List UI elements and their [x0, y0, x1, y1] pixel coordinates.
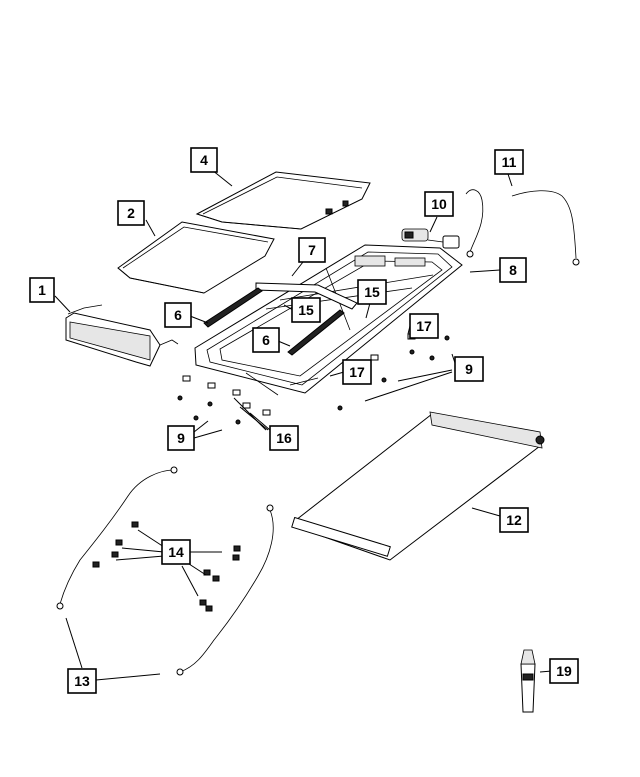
fasteners [177, 333, 450, 425]
callout-17-center: 17 [342, 359, 372, 385]
leader-lines [54, 169, 553, 681]
callout-9-right-label: 9 [465, 361, 473, 377]
callout-15-left: 15 [291, 297, 321, 323]
callout-15-right-label: 15 [364, 284, 380, 300]
callout-9-left-label: 9 [177, 430, 185, 446]
sealant-tube [520, 649, 536, 713]
callout-19-label: 19 [556, 663, 572, 679]
callout-9-right: 9 [454, 356, 484, 382]
callout-9-left: 9 [167, 425, 195, 451]
callout-6-right-label: 6 [262, 332, 270, 348]
callout-6-left-label: 6 [174, 307, 182, 323]
callout-14: 14 [161, 539, 191, 565]
glass-panel-outer [195, 171, 371, 230]
callout-8-label: 8 [509, 262, 517, 278]
hose-clips [92, 521, 241, 612]
callout-1: 1 [29, 277, 55, 303]
callout-8: 8 [499, 257, 527, 283]
callout-12: 12 [499, 507, 529, 533]
callout-10-label: 10 [431, 196, 447, 212]
callout-12-label: 12 [506, 512, 522, 528]
callout-11: 11 [494, 149, 524, 175]
drain-hose-rear [56, 466, 274, 676]
callout-6-left: 6 [164, 302, 192, 328]
callout-7-label: 7 [308, 242, 316, 258]
callout-2-label: 2 [127, 205, 135, 221]
callout-13: 13 [67, 668, 97, 694]
seal-strip-right [287, 309, 345, 356]
callout-19: 19 [549, 658, 579, 684]
callout-17-right: 17 [409, 313, 439, 339]
sunshade-roller [291, 411, 545, 561]
callout-2: 2 [117, 200, 145, 226]
callout-4: 4 [190, 147, 218, 173]
drive-motor [401, 228, 460, 249]
callout-10: 10 [424, 191, 454, 217]
callout-7: 7 [298, 237, 326, 263]
callout-16-label: 16 [276, 430, 292, 446]
callout-16: 16 [269, 425, 299, 451]
callout-4-label: 4 [200, 152, 208, 168]
callout-11-label: 11 [502, 154, 517, 170]
wind-deflector [65, 304, 179, 367]
callout-15-right: 15 [357, 279, 387, 305]
callout-14-label: 14 [168, 544, 184, 560]
callout-13-label: 13 [74, 673, 90, 689]
callout-1-label: 1 [38, 282, 46, 298]
drain-hose-front [465, 189, 580, 266]
seal-strip-left [203, 287, 263, 328]
callout-17-right-label: 17 [416, 318, 432, 334]
callout-6-right: 6 [252, 327, 280, 353]
glass-panel-inner [117, 221, 275, 294]
callout-15-left-label: 15 [298, 302, 314, 318]
callout-17-center-label: 17 [349, 364, 365, 380]
